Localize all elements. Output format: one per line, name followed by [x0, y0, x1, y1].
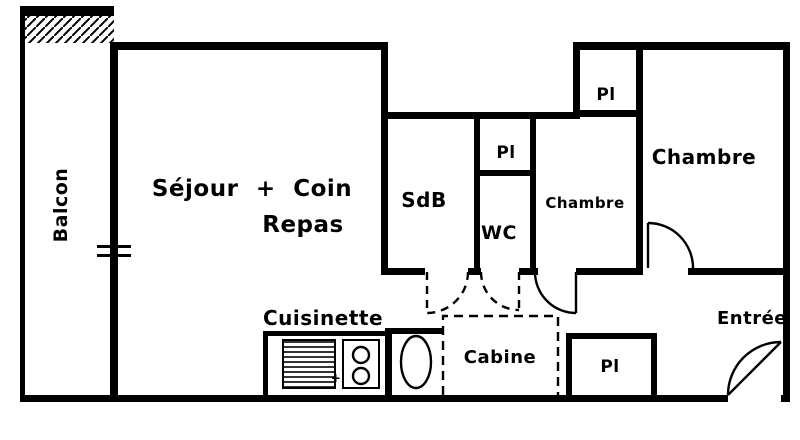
wall-segment [530, 112, 536, 275]
window-marker [97, 245, 131, 248]
wall-segment [573, 42, 790, 50]
entrance-door-arc [726, 340, 782, 396]
room-label-wc: WC [481, 222, 517, 244]
wall-segment [20, 6, 25, 402]
wall-segment [263, 331, 388, 336]
sdb-door-arc [426, 271, 470, 315]
wall-segment [381, 42, 388, 275]
wc-door-arc [479, 271, 520, 312]
wall-segment [385, 328, 443, 334]
washbasin-icon [399, 334, 433, 390]
wall-segment [385, 328, 392, 395]
chambre-middle-door-arc [533, 271, 577, 315]
entrance-door-leaf [727, 341, 782, 396]
wall-segment [468, 268, 481, 275]
wall-segment [110, 42, 388, 50]
room-label-sdb: SdB [401, 188, 446, 212]
room-label-pl-top: Pl [496, 143, 515, 163]
wall-segment [651, 333, 657, 395]
wall-segment [566, 333, 572, 395]
wall-segment [688, 268, 790, 275]
room-label-cuisinette: Cuisinette [263, 306, 383, 330]
room-label-cabine: Cabine [464, 347, 536, 368]
wall-segment [20, 6, 114, 16]
wall-segment [519, 268, 538, 275]
wall-segment [381, 268, 425, 275]
room-label-entree: Entrée [717, 308, 787, 329]
kitchen-fixtures [282, 339, 380, 389]
wall-segment [783, 42, 790, 402]
wall-segment [110, 42, 118, 402]
wall-segment [566, 333, 657, 339]
room-labels: Balcon Séjour + Coin Repas SdB Pl WC Cha… [50, 85, 787, 385]
cabine-dashed-outline [441, 314, 560, 395]
room-label-chambre-middle: Chambre [545, 194, 624, 212]
wall-segment [20, 395, 728, 402]
balcony-railing-hatch [20, 16, 114, 43]
walls [20, 6, 790, 402]
wall-segment [474, 112, 480, 275]
fridge-icon [282, 339, 336, 389]
room-label-repas: Repas [262, 212, 343, 238]
doors [425, 221, 782, 396]
wall-segment [576, 268, 643, 275]
wall-segment [474, 170, 536, 176]
room-label-pl-right: Pl [596, 85, 615, 105]
room-label-chambre-right: Chambre [652, 145, 757, 169]
room-label-balcon: Balcon [50, 168, 72, 243]
chambre-right-door-arc [647, 221, 695, 269]
kitchen-plus-mark: + [331, 371, 342, 385]
burner-icon [351, 345, 371, 365]
wall-segment [381, 112, 580, 119]
window-marker [97, 254, 131, 257]
room-label-sejour: Séjour + Coin [152, 176, 352, 202]
wall-segment [636, 42, 643, 275]
wall-segment [573, 42, 580, 119]
room-label-pl-bottom: Pl [600, 357, 619, 377]
burner-icon [351, 366, 371, 386]
wall-segment [263, 331, 268, 395]
wall-segment [781, 395, 790, 402]
wall-segment [573, 110, 643, 117]
